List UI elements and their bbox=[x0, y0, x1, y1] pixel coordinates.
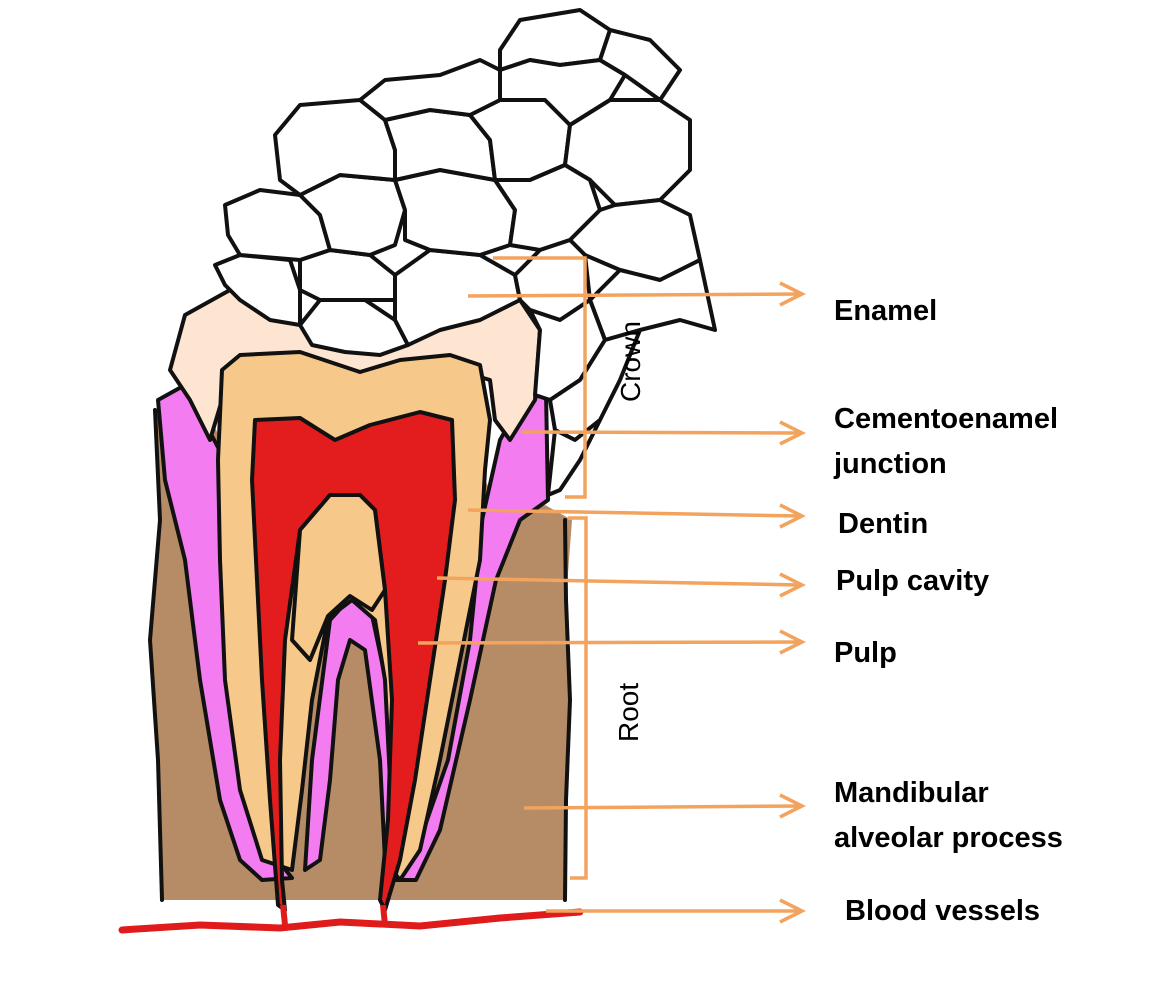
arrow-mandibular bbox=[523, 793, 806, 819]
label-mandibular-line1: Mandibular bbox=[834, 777, 989, 809]
label-cej-line2: junction bbox=[833, 448, 947, 480]
crown-bracket bbox=[493, 256, 587, 499]
arrow-blood-vessels bbox=[546, 898, 806, 924]
label-mandibular-line2: alveolar process bbox=[834, 822, 1063, 854]
bone-outline bbox=[148, 408, 572, 902]
label-dentin: Dentin bbox=[838, 508, 928, 540]
arrow-dentin bbox=[467, 503, 806, 529]
enamel-cells bbox=[213, 8, 717, 497]
label-pulp: Pulp bbox=[834, 637, 897, 669]
arrow-pulp-cavity bbox=[436, 572, 806, 598]
blood-vessel-drop-right bbox=[380, 904, 388, 926]
label-cej-line1: Cementoenamel bbox=[834, 403, 1058, 435]
arrow-pulp bbox=[417, 629, 806, 655]
blood-vessel-drop-left bbox=[280, 904, 288, 926]
blood-vessel-line bbox=[118, 908, 584, 934]
crown-bracket-label: Crown bbox=[615, 321, 646, 402]
root-bracket bbox=[568, 516, 588, 880]
dentin-inner-island bbox=[290, 493, 387, 662]
pulp bbox=[250, 410, 457, 912]
label-enamel: Enamel bbox=[834, 295, 937, 327]
arrow-enamel bbox=[467, 281, 806, 307]
label-blood-vessels: Blood vessels bbox=[845, 895, 1040, 927]
root-bracket-label: Root bbox=[613, 683, 644, 742]
label-pulp-cavity: Pulp cavity bbox=[836, 565, 989, 597]
arrow-cej bbox=[521, 420, 806, 446]
